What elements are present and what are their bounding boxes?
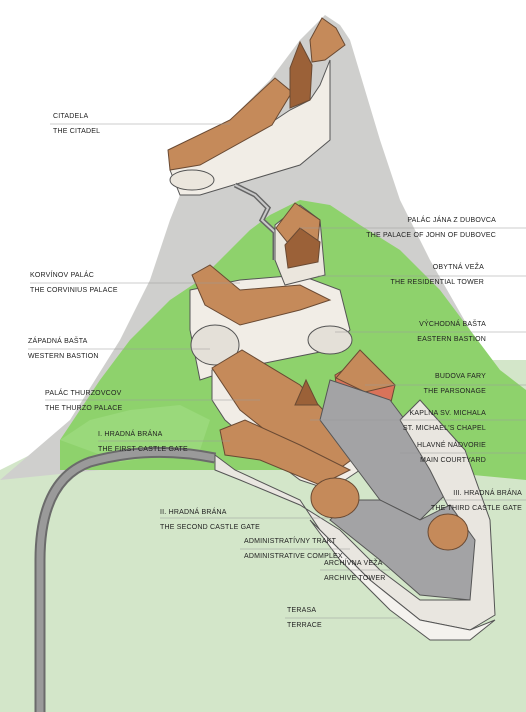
label-parsonage-en: THE PARSONAGE [423,388,486,395]
label-archive-en: ARCHIVE TOWER [324,575,386,582]
label-gate3-en: THE THIRD CASTLE GATE [430,505,522,512]
label-chapel: KAPLNA SV. MICHALA ST. MICHAEL'S CHAPEL [403,410,486,433]
label-courtyard-sk: HLAVNÉ NÁDVORIE [417,442,486,449]
label-corvinius-sk: KORVÍNOV PALÁC [30,272,95,279]
label-gate1-en: THE FIRST CASTLE GATE [98,446,188,453]
label-western-bastion: ZÁPADNÁ BAŠTA WESTERN BASTION [28,338,99,361]
label-terrace-sk: TERASA [287,607,317,614]
label-terrace-en: TERRACE [287,622,322,629]
chapel-spire [294,378,319,406]
archive-tower-roof [310,477,360,519]
label-corvinius: KORVÍNOV PALÁC THE CORVINIUS PALACE [30,272,118,295]
label-courtyard-en: MAIN COURTYARD [420,457,486,464]
label-residential-tower-sk: OBYTNÁ VEŽA [432,264,484,271]
label-palace-john: PALÁC JÁNA Z DUBOVCA THE PALACE OF JOHN … [366,217,496,240]
label-western-bastion-sk: ZÁPADNÁ BAŠTA [28,338,88,345]
terrace-edge [309,519,496,641]
eastern-bastion [307,325,353,355]
label-chapel-en: ST. MICHAEL'S CHAPEL [402,425,486,432]
label-palace-john-en: THE PALACE OF JOHN OF DUBOVEC [366,232,496,239]
label-archive-sk: ARCHÍVNA VEŽA [324,560,383,567]
label-corvinius-en: THE CORVINIUS PALACE [30,287,118,294]
label-citadel-sk: CITADELA [53,113,89,120]
label-gate2: II. HRADNÁ BRÁNA THE SECOND CASTLE GATE [160,509,260,532]
label-terrace: TERASA TERRACE [287,607,322,630]
label-gate3-sk: III. HRADNÁ BRÁNA [453,490,522,497]
label-thurzo-en: THE THURZO PALACE [45,405,123,412]
label-residential-tower: OBYTNÁ VEŽA THE RESIDENTIAL TOWER [390,264,484,287]
label-gate1: I. HRADNÁ BRÁNA THE FIRST CASTLE GATE [98,431,188,454]
third-gate-tower-roof [427,513,469,551]
label-eastern-bastion-sk: VÝCHODNÁ BAŠTA [419,321,486,328]
label-archive: ARCHÍVNA VEŽA ARCHIVE TOWER [324,560,385,583]
corvinius-roof [191,264,332,326]
citadel-tower-roof [289,40,313,109]
label-admin-sk: ADMINISTRATÍVNY TRAKT [244,538,337,545]
access-road-center [36,448,216,712]
residential-tower-roof [284,227,321,269]
label-thurzo-sk: PALÁC THURZOVCOV [45,390,122,397]
leader-lines [28,123,526,619]
thurzo-roof [211,349,363,473]
label-citadel: CITADELA THE CITADEL [53,113,100,136]
label-eastern-bastion: VÝCHODNÁ BAŠTA EASTERN BASTION [417,321,486,344]
label-citadel-en: THE CITADEL [53,128,101,135]
label-gate3: III. HRADNÁ BRÁNA THE THIRD CASTLE GATE [431,490,522,513]
label-admin-en: ADMINISTRATIVE COMPLEX [244,553,343,560]
western-bastion [190,324,240,366]
label-courtyard: HLAVNÉ NÁDVORIE MAIN COURTYARD [417,442,486,465]
label-palace-john-sk: PALÁC JÁNA Z DUBOVCA [407,217,496,224]
label-chapel-sk: KAPLNA SV. MICHALA [409,410,486,417]
label-parsonage: BUDOVA FARY THE PARSONAGE [424,373,486,396]
label-admin: ADMINISTRATÍVNY TRAKT ADMINISTRATIVE COM… [244,538,343,561]
citadel-round-tower [169,169,215,191]
label-eastern-bastion-en: EASTERN BASTION [417,336,486,343]
label-gate1-sk: I. HRADNÁ BRÁNA [98,431,163,438]
label-thurzo: PALÁC THURZOVCOV THE THURZO PALACE [45,390,122,413]
citadel-top-roof [309,17,346,63]
label-residential-tower-en: THE RESIDENTIAL TOWER [390,279,484,286]
label-western-bastion-en: WESTERN BASTION [28,353,99,360]
label-gate2-sk: II. HRADNÁ BRÁNA [160,509,227,516]
label-parsonage-sk: BUDOVA FARY [435,373,486,380]
label-gate2-en: THE SECOND CASTLE GATE [160,524,260,531]
